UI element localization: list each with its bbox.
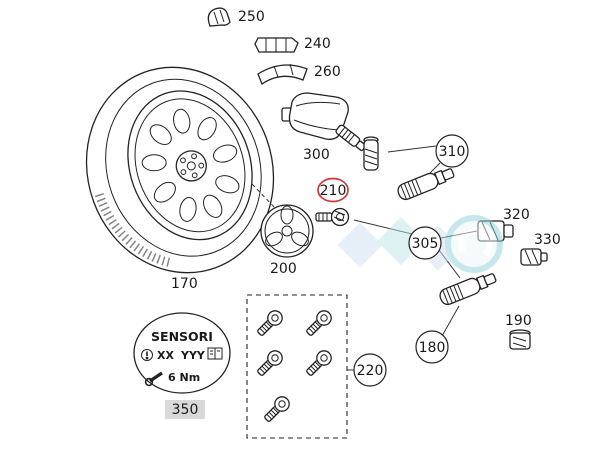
sensor-sticker-yyy: YYY <box>180 349 206 362</box>
callouts: 310 305 180 220 210 <box>317 134 469 387</box>
screw-kit-box <box>246 294 348 439</box>
part-label-250: 250 <box>238 9 265 25</box>
callout-220 <box>353 353 387 387</box>
callout-305 <box>408 226 442 260</box>
callout-180 <box>415 330 449 364</box>
screw-icon <box>263 396 290 423</box>
sensor-sticker-outline <box>133 312 231 394</box>
part-label-190: 190 <box>505 313 532 329</box>
warning-icon <box>141 349 153 361</box>
part-label-180: 180 <box>419 340 446 356</box>
part-label-320: 320 <box>503 207 530 223</box>
tire-sidewall <box>105 78 262 257</box>
screw-icon <box>305 310 332 337</box>
screw-icon <box>256 350 283 377</box>
part-labels: 250 240 260 300 170 200 320 330 190 <box>171 9 561 329</box>
part-label-240: 240 <box>304 36 331 52</box>
wrench-icon <box>144 371 163 387</box>
sensor-sticker: SENSORI XX YYY 6 Nm <box>133 312 231 394</box>
adhesive-weight-part <box>257 63 308 85</box>
callout-310 <box>435 134 469 168</box>
part-label-170: 170 <box>171 276 198 292</box>
watermark-swirl <box>458 228 493 258</box>
part-label-220: 220 <box>357 363 384 379</box>
sensor-sticker-title: SENSORI <box>151 329 213 344</box>
part-label-200: 200 <box>270 261 297 277</box>
tire-tread-dots <box>94 189 171 267</box>
valve-stem-upper <box>397 168 455 201</box>
screw-kit <box>256 310 332 423</box>
valve-stem-lower <box>439 273 497 306</box>
rim-inner <box>134 98 246 233</box>
sensor-sticker-xx: XX <box>157 349 174 362</box>
valve-clip-part <box>207 7 231 27</box>
valve-cap-part-190 <box>509 329 531 350</box>
hub-cap-star <box>265 205 309 247</box>
part-label-260: 260 <box>314 64 341 80</box>
hub <box>175 150 207 182</box>
hub-cap-part <box>260 204 314 258</box>
valve-cap-part-330 <box>520 248 548 266</box>
wheel-assembly <box>85 66 275 274</box>
label-350-background <box>165 400 205 419</box>
part-label-350: 350 <box>172 402 199 418</box>
manual-book-icon <box>207 347 223 360</box>
tpms-sensor <box>281 92 367 152</box>
part-label-330: 330 <box>534 232 561 248</box>
spoke-holes <box>141 108 240 222</box>
part-label-350-group: 350 <box>165 400 205 419</box>
part-label-210: 210 <box>320 183 347 199</box>
valve-insert-part <box>363 136 379 171</box>
clip-weight-part <box>254 37 299 53</box>
highlight-circle-210 <box>317 177 349 203</box>
part-label-305: 305 <box>412 236 439 252</box>
sensor-valve-stem <box>335 124 367 152</box>
sensor-sticker-torque: 6 Nm <box>168 371 200 384</box>
watermark-ring <box>445 215 503 273</box>
part-label-300: 300 <box>303 147 330 163</box>
screw-icon <box>305 350 332 377</box>
part-label-310: 310 <box>439 144 466 160</box>
screw-icon <box>256 310 283 337</box>
valve-nut-part <box>315 207 350 227</box>
